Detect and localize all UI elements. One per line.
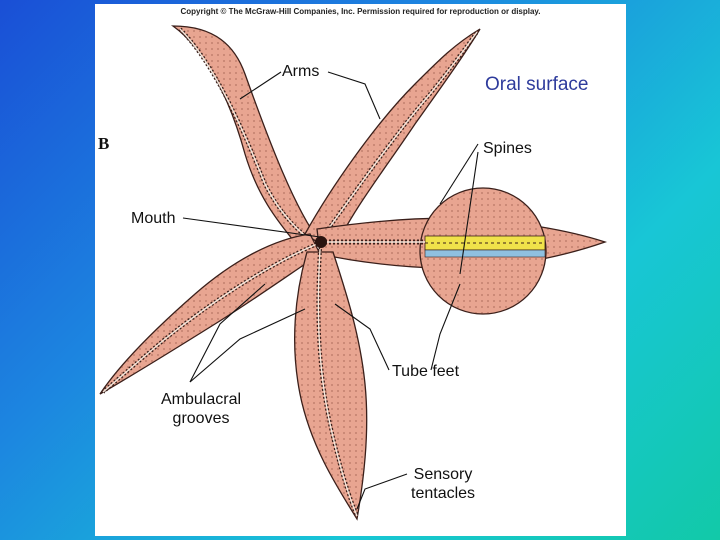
arm-top-right bbox=[304, 28, 481, 253]
leader-lines bbox=[182, 71, 479, 510]
label-sensory-tentacles: Sensory tentacles bbox=[411, 466, 476, 502]
copyright-notice: Copyright © The McGraw-Hill Companies, I… bbox=[180, 7, 541, 16]
slide-title: Oral surface bbox=[485, 74, 589, 95]
label-spines: Spines bbox=[483, 140, 532, 157]
label-arms: Arms bbox=[282, 63, 320, 80]
label-tube-feet: Tube feet bbox=[392, 363, 460, 380]
blue-band bbox=[424, 249, 546, 258]
label-ambulacral-grooves: Ambulacral grooves bbox=[161, 391, 242, 427]
figure-letter: B bbox=[98, 134, 110, 153]
arm-right-cut bbox=[316, 187, 608, 315]
label-mouth: Mouth bbox=[131, 210, 176, 227]
arm-top-left bbox=[170, 25, 322, 250]
arm-left bbox=[99, 233, 321, 395]
starfish-illustration bbox=[99, 25, 608, 521]
figure-panel: Copyright © The McGraw-Hill Companies, I… bbox=[95, 4, 626, 536]
arm-bottom bbox=[294, 248, 368, 521]
mouth-opening bbox=[315, 236, 327, 248]
